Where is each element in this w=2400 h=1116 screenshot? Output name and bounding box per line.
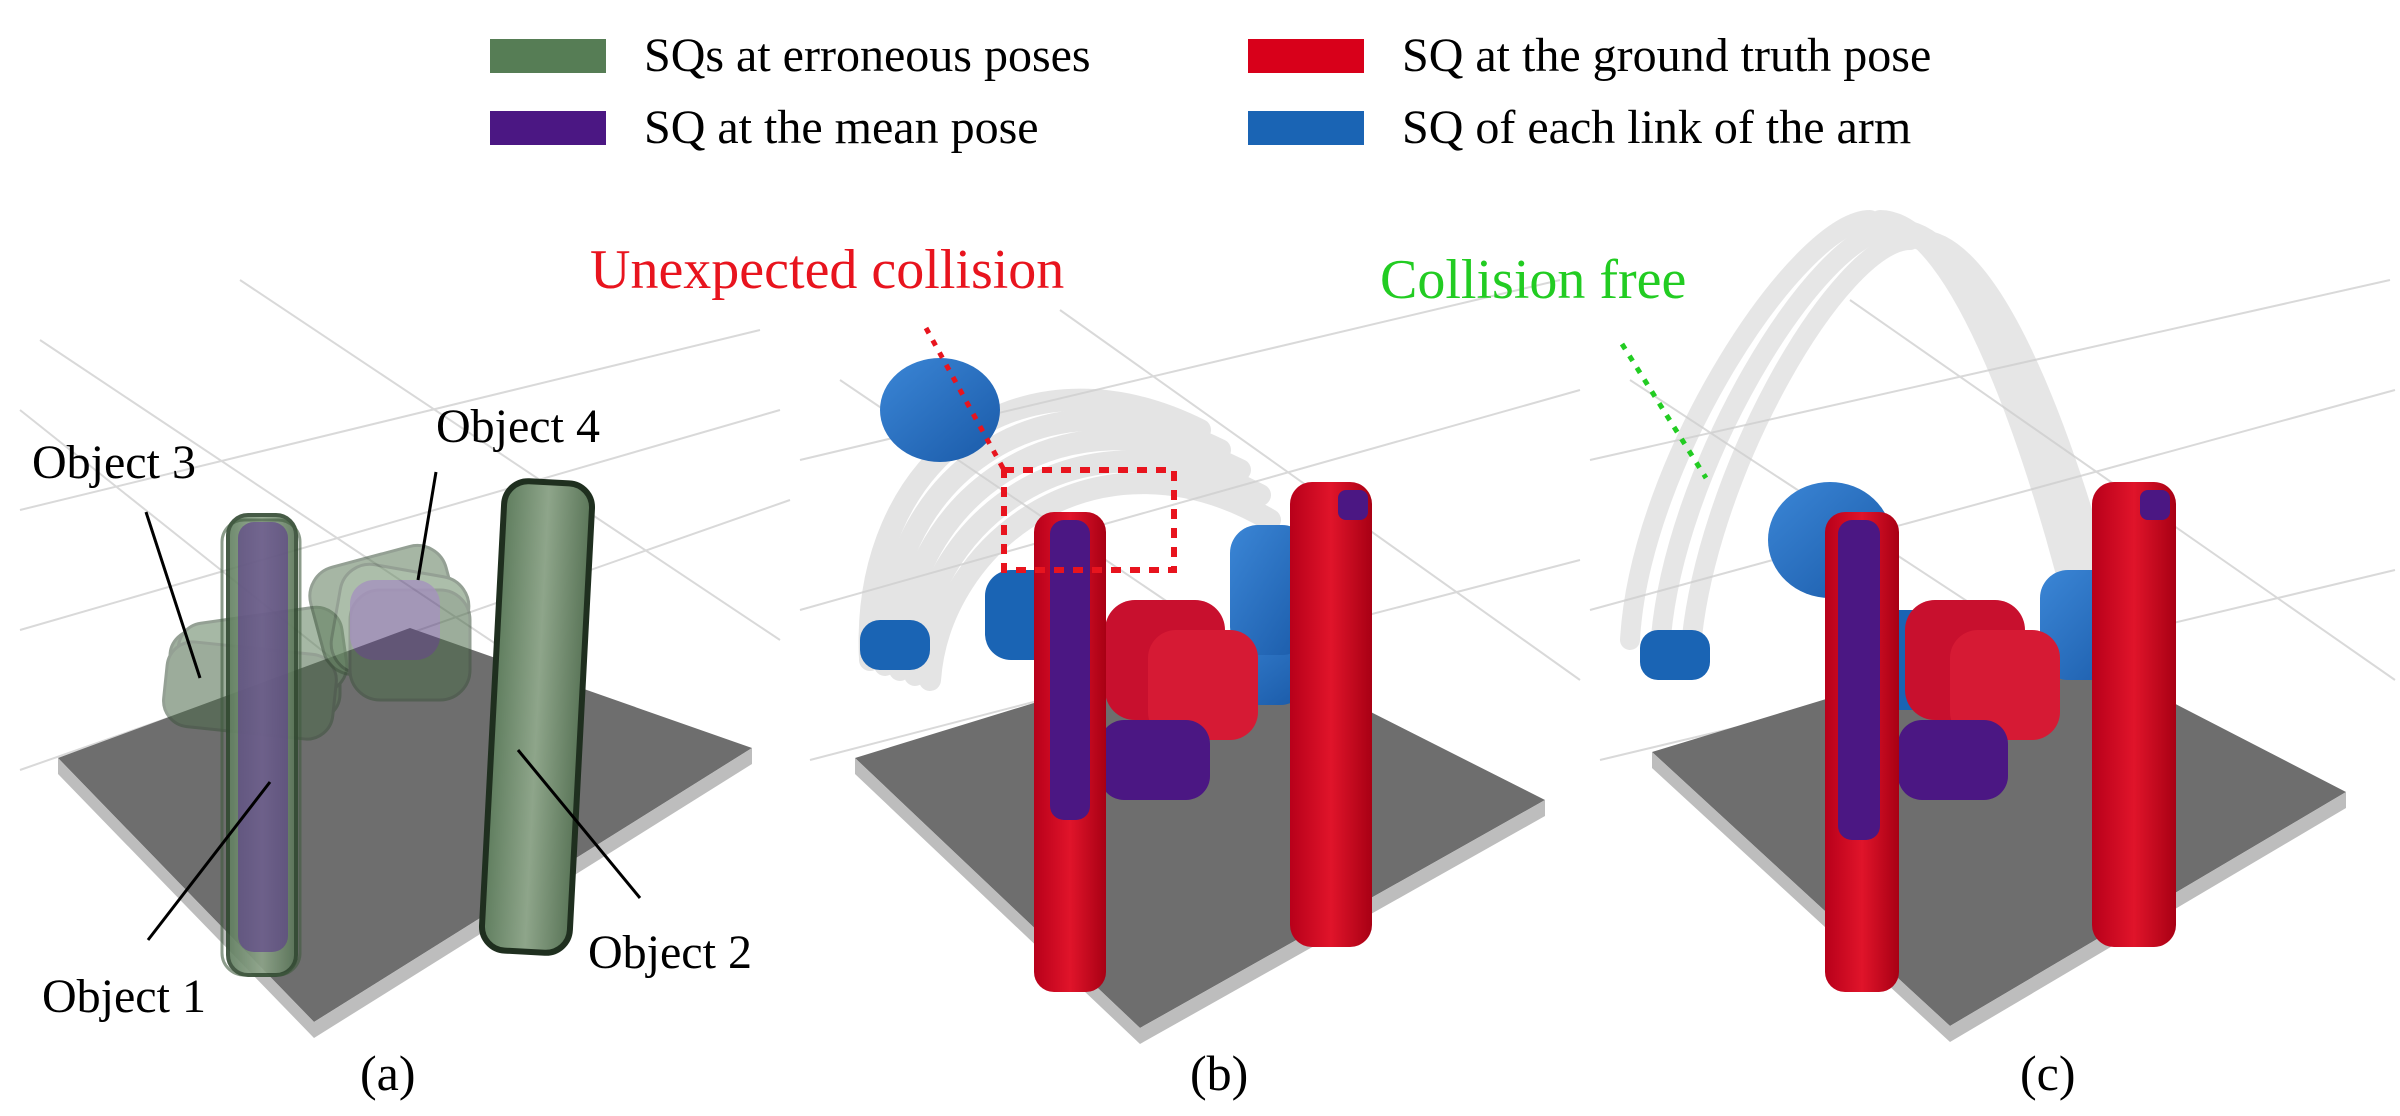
label-object-1: Object 1 [42, 970, 206, 1023]
panel-b: Unexpected collision (b) [590, 239, 1581, 1101]
robot-body-c [1898, 600, 2060, 800]
legend-item-ground-truth: SQ at the ground truth pose [1248, 28, 1931, 83]
object-2-gt-b [1290, 482, 1372, 947]
panel-a: Object 3 Object 4 Object 1 Object 2 (a) [19, 279, 791, 1101]
legend-label-arm: SQ of each link of the arm [1402, 101, 1912, 154]
legend-item-mean: SQ at the mean pose [490, 100, 1039, 155]
collision-free-leader [1619, 342, 1709, 480]
robot-body-b [1100, 600, 1258, 800]
label-object-4: Object 4 [436, 400, 600, 453]
legend-swatch-mean [490, 110, 606, 145]
object-2-gt-c [2092, 482, 2176, 947]
object-1 [220, 513, 302, 977]
legend-label-mean: SQ at the mean pose [644, 101, 1039, 154]
ghost-arm-b [858, 388, 1281, 691]
legend-swatch-ground-truth [1248, 38, 1364, 73]
figure-panels: Object 3 Object 4 Object 1 Object 2 (a) [19, 210, 2396, 1101]
collision-box [1001, 467, 1177, 573]
legend-swatch-arm [1248, 110, 1364, 145]
panel-a-leaders [144, 471, 642, 941]
object-4-ghosts [308, 543, 472, 702]
legend-swatch-erroneous [490, 38, 606, 73]
legend: SQs at erroneous poses SQ at the ground … [0, 0, 2400, 160]
annotation-unexpected-collision: Unexpected collision [590, 239, 1064, 301]
annotation-collision-free: Collision free [1380, 249, 1686, 311]
caption-a: (a) [360, 1045, 416, 1101]
caption-b: (b) [1190, 1045, 1248, 1101]
object-2 [478, 478, 596, 956]
legend-item-erroneous: SQs at erroneous poses [490, 28, 1091, 83]
legend-item-arm: SQ of each link of the arm [1248, 100, 1911, 155]
caption-c: (c) [2020, 1045, 2076, 1101]
object-1-gt-b [1034, 512, 1106, 992]
legend-label-erroneous: SQs at erroneous poses [644, 29, 1091, 82]
label-object-3: Object 3 [32, 436, 196, 489]
panel-c: Collision free (c) [1380, 210, 2396, 1101]
object-1-gt-c [1825, 512, 1899, 992]
legend-label-ground-truth: SQ at the ground truth pose [1402, 29, 1932, 82]
label-object-2: Object 2 [588, 926, 752, 979]
